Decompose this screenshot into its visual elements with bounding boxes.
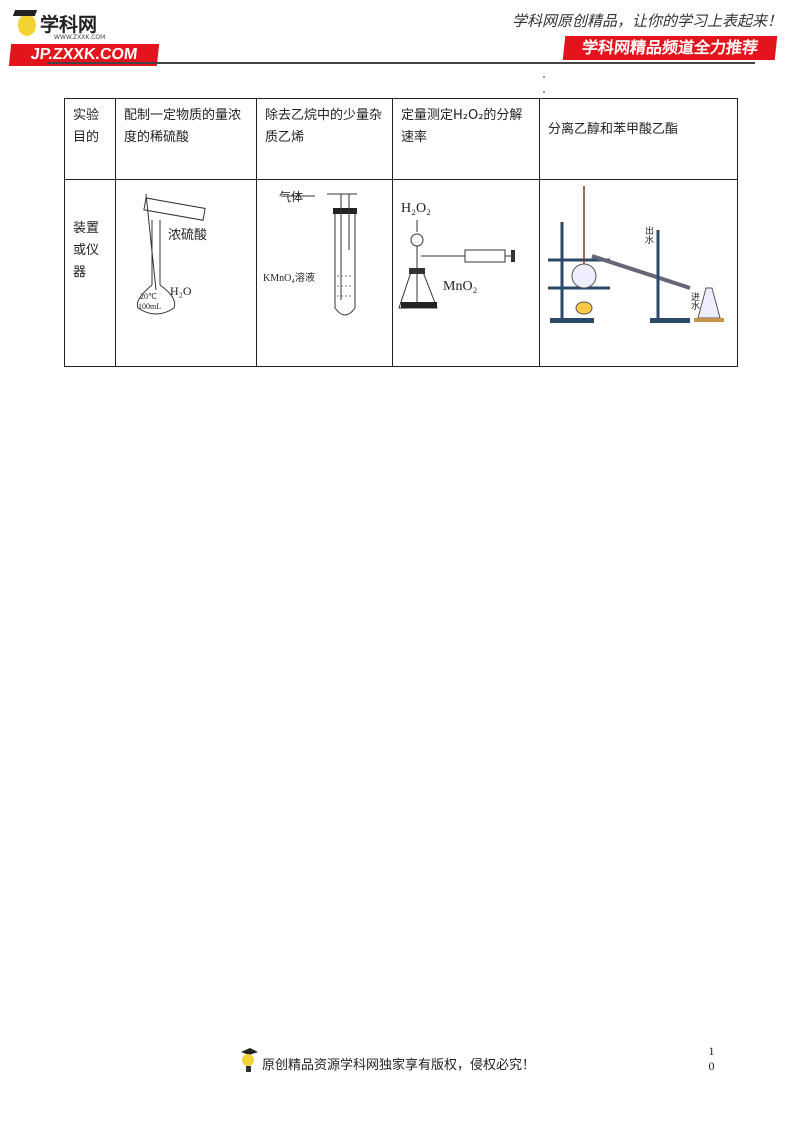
- label-h2o2: H₂O₂: [401, 201, 431, 216]
- row-label: 实验目的: [64, 98, 116, 180]
- label-volume: 100mL: [138, 302, 162, 311]
- footer-copyright: 原创精品资源学科网独家享有版权，侵权必究！: [262, 1058, 536, 1073]
- logo-url: WWW.ZXXK.COM: [54, 34, 106, 41]
- figure-gas-washing: 气体 KMnO₄溶液: [256, 179, 393, 367]
- volumetric-flask-drawing: [136, 193, 206, 315]
- table-row-purpose: 实验目的 配制一定物质的量浓度的稀硫酸 除去乙烷中的少量杂质乙烯 定量测定H₂O…: [64, 98, 738, 180]
- label-water-in: 进水: [690, 292, 700, 310]
- mascot-icon: [241, 1048, 258, 1072]
- label-water-out: 出水: [644, 226, 654, 244]
- figure-h2o2-decomposition: H₂O₂ MnO₂: [392, 179, 540, 367]
- logo-text: 学科网: [40, 14, 98, 36]
- label-mno2: MnO₂: [443, 279, 478, 294]
- label-temp: 20℃: [140, 292, 157, 301]
- label-water: H₂O: [170, 284, 192, 298]
- table-cell: 配制一定物质的量浓度的稀硫酸: [115, 98, 257, 180]
- gas-washing-drawing: [287, 193, 357, 316]
- graduation-cap-icon: [12, 10, 38, 16]
- row-label: 装置或仪器: [64, 179, 116, 367]
- label-kmno4: KMnO₄溶液: [263, 273, 315, 284]
- distillation-drawing: [548, 186, 724, 323]
- label-gas: 气体: [279, 190, 304, 204]
- page-number: 10: [708, 1044, 715, 1074]
- table-row-apparatus: 装置或仪器 浓硫酸 H₂O 20℃ 100mL: [64, 179, 738, 367]
- zxxk-logo: 学科网 WWW.ZXXK.COM JP.ZXXK.COM: [8, 8, 160, 66]
- table-cell: 除去乙烷中的少量杂质乙烯: [256, 98, 393, 180]
- dot: [543, 91, 545, 93]
- table-cell: 定量测定H₂O₂的分解速率: [392, 98, 540, 180]
- header-divider: [47, 62, 755, 64]
- figure-distillation: 出水 进水: [539, 179, 738, 367]
- slogan: 学科网原创精品，让你的学习上表起来！: [511, 12, 782, 30]
- page-number-text: 10: [708, 1044, 715, 1073]
- decomposition-drawing: [398, 220, 515, 309]
- dot: [543, 76, 545, 78]
- mascot-icon: [18, 14, 36, 36]
- experiment-table: 实验目的 配制一定物质的量浓度的稀硫酸 除去乙烷中的少量杂质乙烯 定量测定H₂O…: [64, 98, 738, 367]
- label-acid: 浓硫酸: [168, 227, 208, 242]
- header-banner: 学科网精品频道全力推荐: [562, 36, 778, 60]
- figure-volumetric-flask: 浓硫酸 H₂O 20℃ 100mL: [115, 179, 257, 367]
- table-cell: 分离乙醇和苯甲酸乙酯: [539, 98, 738, 180]
